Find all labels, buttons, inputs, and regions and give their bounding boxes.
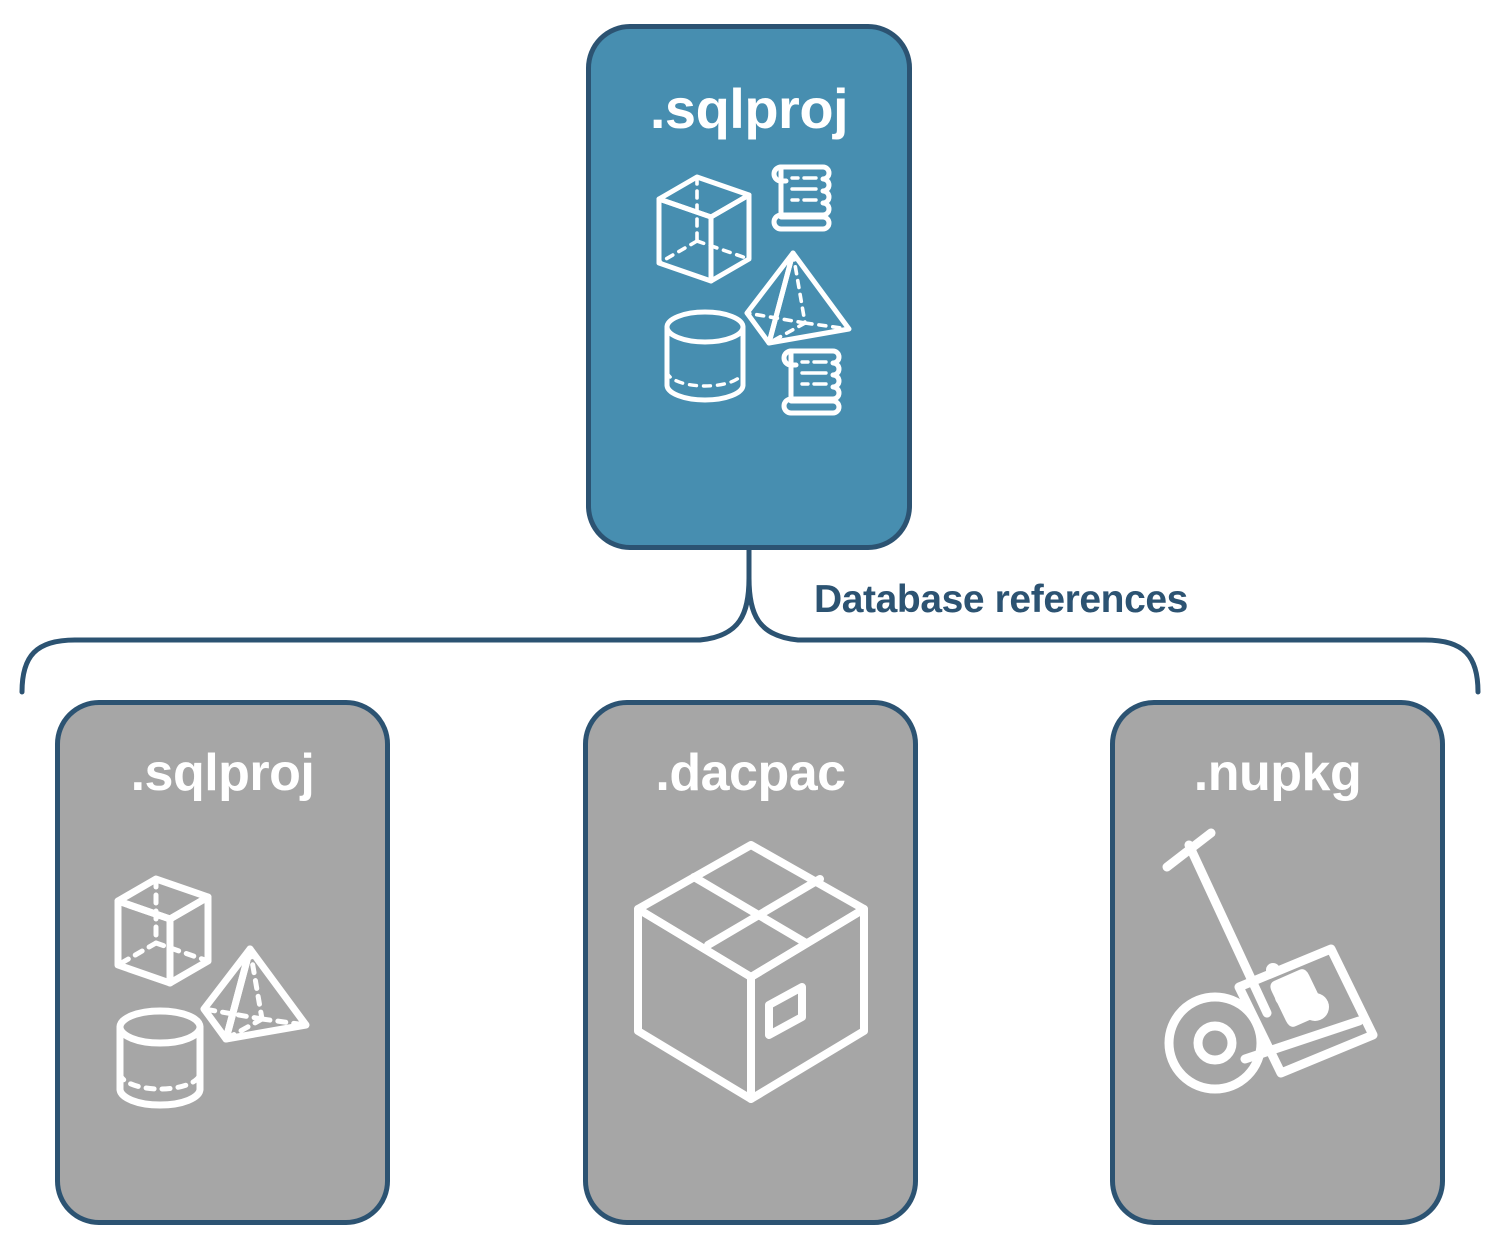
node-sqlproj-reference-label: .sqlproj [130,744,315,802]
hand-truck-package-icon [1162,828,1377,1094]
connector-label: Database references [814,578,1188,621]
node-dacpac-label: .dacpac [655,744,846,802]
shipping-box-icon [633,841,868,1103]
node-sqlproj-root[interactable]: .sqlproj [586,24,912,550]
wireframe-cylinder-icon [664,309,746,403]
node-nupkg-label: .nupkg [1193,744,1362,802]
wireframe-pyramid-icon [200,945,309,1043]
node-nupkg-icon-group [1143,827,1413,1127]
database-objects-illustration [656,164,852,416]
database-objects-illustration [114,875,309,1109]
node-sqlproj-reference[interactable]: .sqlproj [55,700,390,1225]
database-references-brace [19,545,1481,695]
node-dacpac[interactable]: .dacpac [583,700,918,1225]
node-sqlproj-root-icon-group [649,159,852,419]
nuget-glyph [1265,963,1329,1027]
scroll-script-icon [781,348,842,416]
node-nupkg[interactable]: .nupkg [1110,700,1445,1225]
node-sqlproj-reference-icon-group [88,827,358,1127]
scroll-script-icon [771,164,832,232]
wireframe-cylinder-icon [116,1007,203,1109]
node-dacpac-icon-group [616,827,886,1127]
wireframe-pyramid-icon [744,250,852,346]
node-sqlproj-root-label: .sqlproj [649,77,849,140]
wireframe-cube-icon [114,875,211,987]
wireframe-cube-icon [656,174,752,284]
